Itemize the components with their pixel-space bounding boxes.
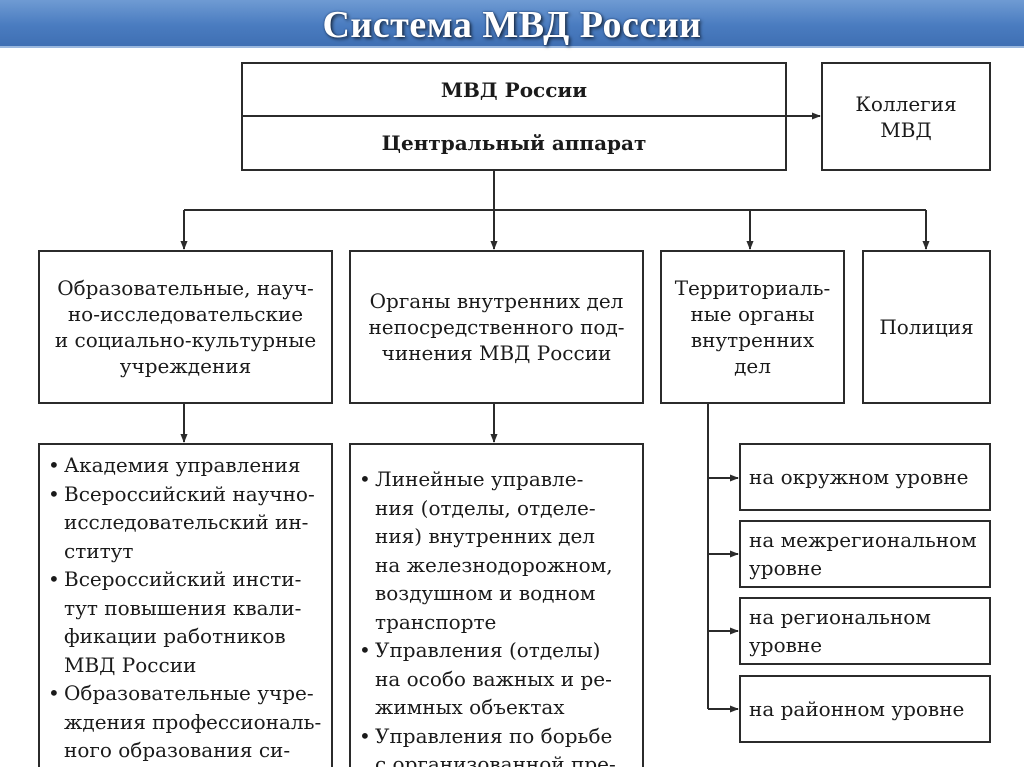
list-item-line: тут повышения квали- [64,595,302,620]
category-line: и социально-культурные [54,328,317,352]
education-list: Академия управления Всероссийский научно… [40,451,331,765]
category-line: Образовательные, науч- [57,276,314,300]
kollegiya-line: Коллегия [855,91,957,116]
central-apparatus-box: Центральный аппарат [241,115,787,171]
list-item-line: транспорте [375,609,497,634]
mvd-label: МВД России [440,77,588,102]
list-item: Управления по борьбе с организованной пр… [351,722,642,767]
category-line: чинения МВД России [381,341,612,365]
list-item: Всероссийский инсти- тут повышения квали… [40,565,331,679]
list-item-line: с организованной пре- [375,752,616,767]
direct-organs-list: Линейные управле- ния (отделы, отделе- н… [351,465,642,767]
list-item-line: ститут [64,538,134,563]
kollegiya-box: Коллегия МВД [821,62,991,171]
category-line: учреждения [119,354,252,378]
list-item-line: ния (отделы, отделе- [375,495,596,520]
list-item: Академия управления [40,451,331,480]
central-apparatus-label: Центральный аппарат [381,131,647,155]
category-line: непосредственного под- [368,315,625,339]
kollegiya-line: МВД [880,117,932,142]
list-item-line: Управления (отделы) [375,638,601,662]
title-bar [0,0,1024,48]
category-line: внутренних [690,328,815,352]
list-item-line: Управления по борьбе [375,723,613,748]
level-regional-box: на региональном уровне [739,597,991,665]
direct-subordination-box: Органы внутренних дел непосредственного … [349,250,644,404]
education-list-box: Академия управления Всероссийский научно… [38,443,333,767]
level-district-box: на окружном уровне [739,443,991,511]
mvd-box: МВД России [241,62,787,117]
category-line: ные органы [690,302,815,326]
list-item-line: Всероссийский научно- [64,481,315,506]
list-item-line: фикации работников [64,624,286,648]
list-item-line: ного образования си- [64,738,291,762]
category-line: но-исследовательские [67,302,304,326]
list-item-line: исследовательский ин- [64,510,309,534]
list-item-line: Образовательные учре- [64,681,314,705]
list-item-line: ния) внутренних дел [375,524,595,548]
category-line: Органы внутренних дел [369,289,624,313]
list-item-line: Всероссийский инсти- [64,567,302,591]
direct-organs-list-box: Линейные управле- ния (отделы, отделе- н… [349,443,644,767]
category-line: Территориаль- [674,276,831,300]
level-rayon-box: на районном уровне [739,675,991,743]
list-item-line: на особо важных и ре- [375,666,612,691]
level-label: на окружном уровне [749,465,969,489]
list-item-line: воздушном и водном [375,581,596,605]
page-title: Система МВД России [322,4,702,46]
list-item-line: МВД России [64,652,197,677]
list-item-line: на железнодорожном, [375,552,613,577]
police-box: Полиция [862,250,991,404]
list-item-line: Линейные управле- [375,467,584,491]
education-institutions-box: Образовательные, науч- но-исследовательс… [38,250,333,404]
level-label: на региональном [749,605,931,629]
level-label: уровне [749,556,823,580]
list-item: Образовательные учре- ждения профессиона… [40,679,331,765]
list-item: Линейные управле- ния (отделы, отделе- н… [351,465,642,636]
level-label: на районном уровне [749,697,965,721]
category-line: дел [734,354,771,378]
list-item: Управления (отделы) на особо важных и ре… [351,636,642,722]
level-interregional-box: на межрегиональном уровне [739,520,991,588]
level-label: на межрегиональном [749,528,977,552]
territorial-organs-box: Территориаль- ные органы внутренних дел [660,250,845,404]
list-item-line: жимных объектах [375,695,565,719]
police-label: Полиция [879,315,974,339]
level-label: уровне [749,633,823,657]
list-item-line: Академия управления [64,453,301,477]
list-item-line: ждения профессиональ- [64,709,322,734]
list-item: Всероссийский научно- исследовательский … [40,480,331,566]
